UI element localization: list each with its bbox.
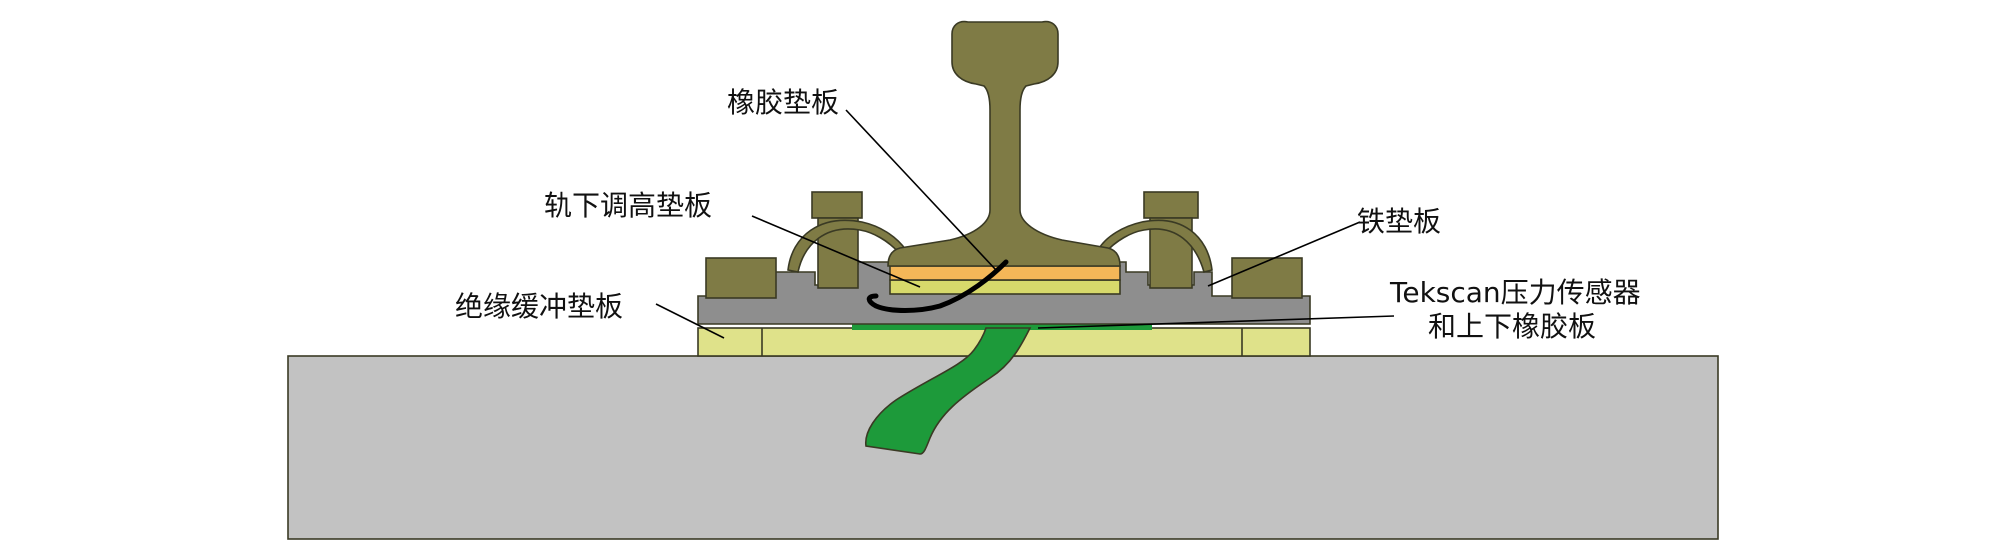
- leader-iron-plate: [1207, 221, 1361, 287]
- label-height-adjust-pad: 轨下调高垫板: [544, 189, 712, 222]
- label-iron-plate: 铁垫板: [1357, 205, 1441, 238]
- label-sensor-line2: 和上下橡胶板: [1428, 310, 1596, 343]
- label-sensor-line1: Tekscan压力传感器: [1389, 276, 1641, 309]
- sensor-strip: [852, 322, 1152, 330]
- height-adjust-pad: [889, 279, 1121, 295]
- leader-adjust-pad: [751, 215, 921, 288]
- sensor-cable: [866, 259, 1009, 313]
- left-clamp-block: [705, 257, 777, 299]
- sensor-tail: [865, 327, 1032, 455]
- right-clamp-block: [1231, 257, 1303, 299]
- leader-insulating-pad: [655, 303, 725, 339]
- right-bolt-head: [1143, 191, 1199, 219]
- left-bolt-head: [811, 191, 863, 219]
- leader-rubber-pad: [845, 109, 997, 271]
- label-insulating-buffer-pad: 绝缘缓冲垫板: [455, 290, 623, 323]
- rail: [887, 20, 1121, 267]
- label-rubber-pad: 橡胶垫板: [727, 86, 839, 119]
- leader-sensor: [1037, 315, 1395, 329]
- rubber-pad: [889, 265, 1121, 281]
- concrete-foundation: [287, 355, 1719, 540]
